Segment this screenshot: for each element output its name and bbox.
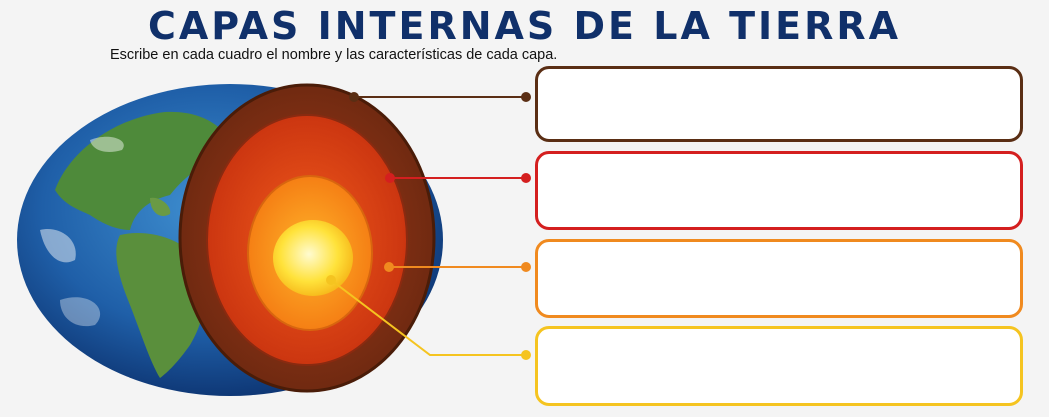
answer-box-layer-1[interactable]: [535, 66, 1023, 142]
connector-2: [385, 173, 531, 183]
answer-box-layer-3[interactable]: [535, 239, 1023, 318]
answer-box-layer-2[interactable]: [535, 151, 1023, 230]
answer-box-layer-4[interactable]: [535, 326, 1023, 406]
inner-core-layer: [273, 220, 353, 296]
central-america-shape: [150, 197, 171, 217]
connector-1: [349, 92, 531, 102]
connector-3: [384, 262, 531, 272]
instruction-text: Escribe en cada cuadro el nombre y las c…: [110, 47, 558, 63]
north-america-shape: [55, 111, 235, 230]
page-title: CAPAS INTERNAS DE LA TIERRA: [147, 4, 902, 48]
connector-4: [326, 275, 531, 360]
earth-layers: [178, 83, 436, 393]
